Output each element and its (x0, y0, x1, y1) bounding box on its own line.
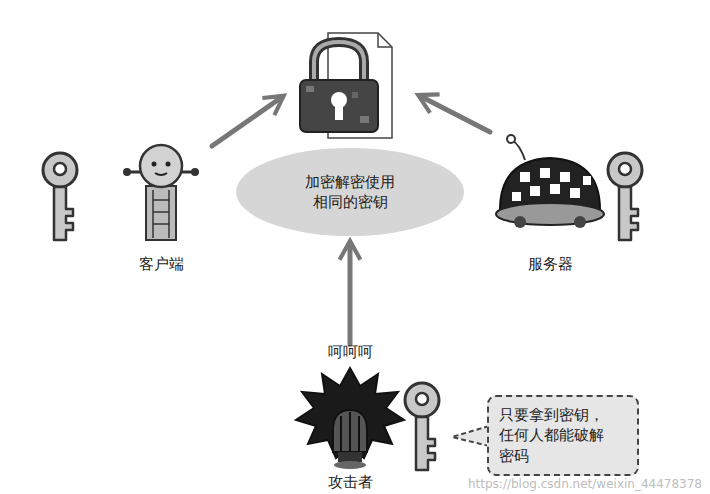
server-node: 服务器 (497, 146, 603, 274)
client-node: 客户端 (108, 146, 214, 274)
lock-icon (300, 33, 392, 138)
node-text: 只要拿到密钥， 任何人都能破解 密码 (499, 405, 611, 466)
arrow-line (212, 97, 282, 146)
node-text: 客户端 (139, 254, 184, 274)
ellipse-shape (235, 147, 465, 237)
callout-pointer (452, 426, 489, 446)
node-text: 加密解密使用 相同的密钥 (302, 172, 398, 213)
callout-box: 只要拿到密钥， 任何人都能破解 密码 (487, 395, 639, 476)
arrow-line (420, 96, 490, 132)
watermark: https://blog.csdn.net/weixin_44478378 (468, 477, 702, 491)
client-robot (123, 145, 199, 240)
server-robot (496, 135, 604, 228)
arrow-connector (348, 243, 353, 344)
attacker-figure (296, 368, 404, 469)
node-text: 服务器 (528, 254, 573, 274)
key-icon (608, 153, 642, 240)
ellipse-node: 加密解密使用 相同的密钥 (235, 147, 465, 237)
attacker-node: 呵呵呵攻击者 (296, 342, 404, 492)
key-icon (43, 153, 77, 240)
node-text: 攻击者 (328, 472, 373, 492)
node-text: 呵呵呵 (328, 342, 373, 362)
key-icon (405, 383, 439, 470)
